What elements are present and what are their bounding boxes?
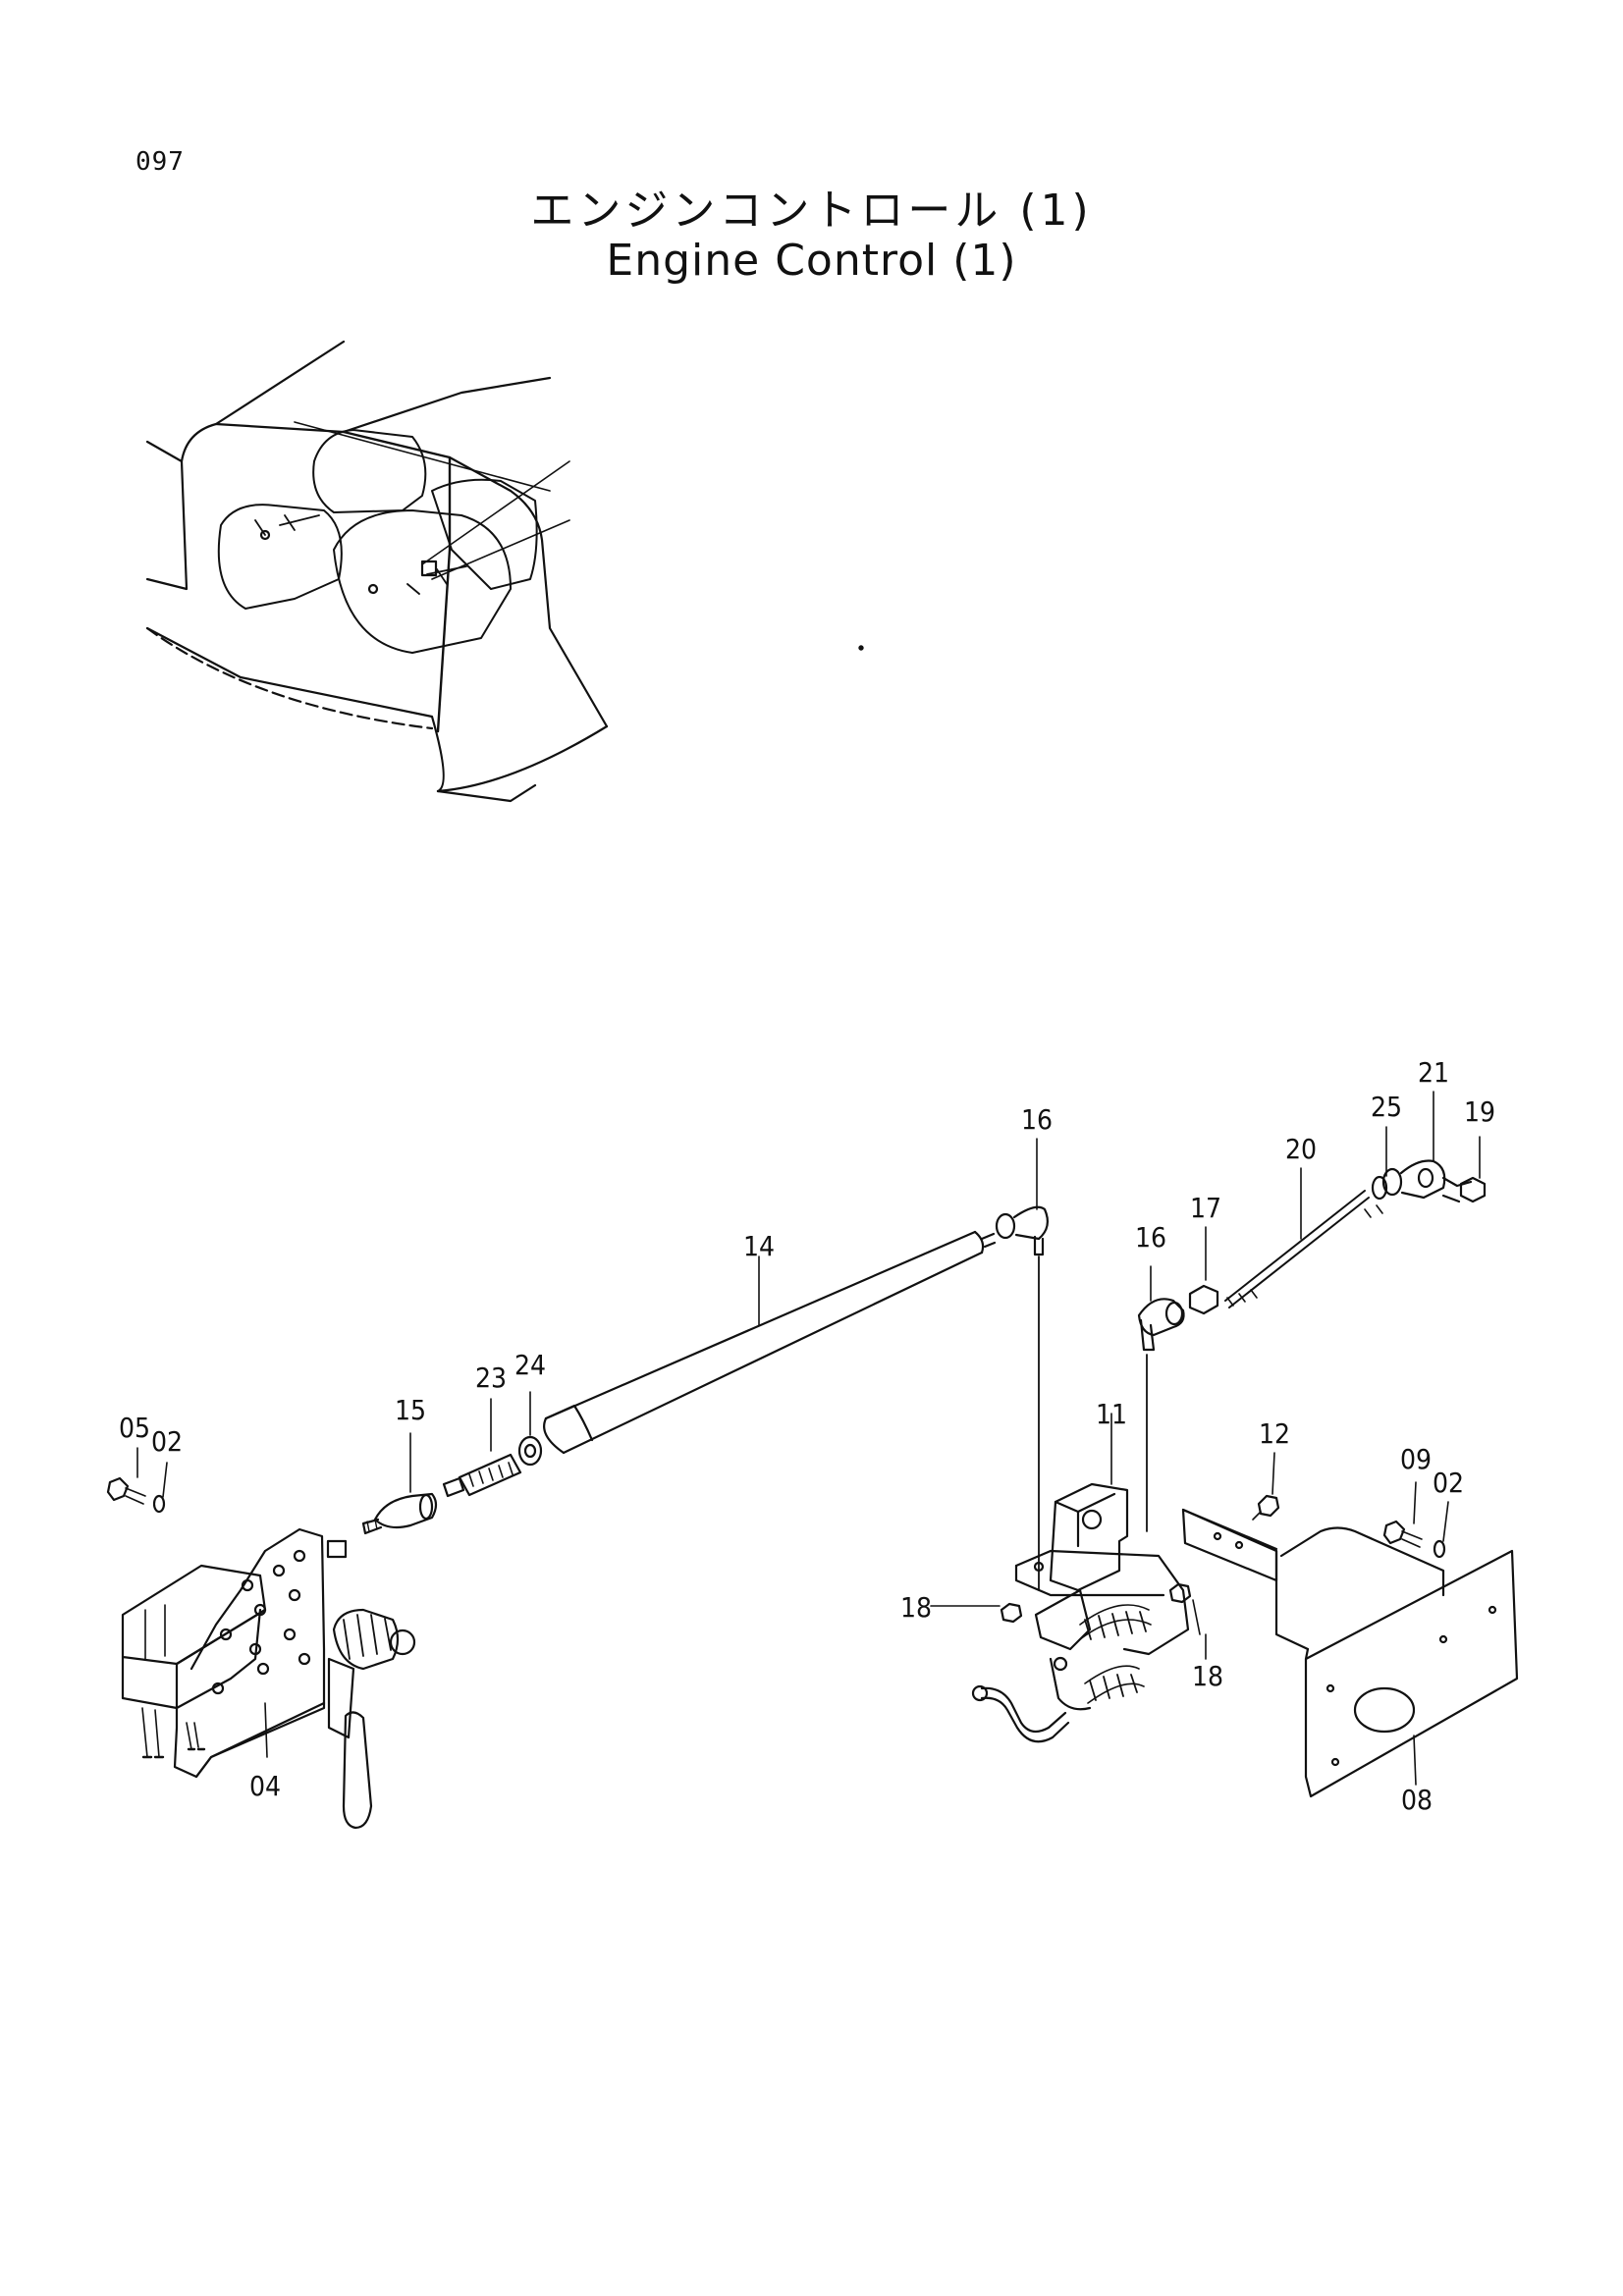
title-japanese: エンジンコントロール (1): [530, 186, 1093, 236]
callout-09: 09: [1399, 1443, 1433, 1475]
callout-19: 19: [1463, 1095, 1496, 1128]
callout-02-left: 02: [150, 1425, 184, 1458]
adjusting-rod-20: [1188, 1159, 1487, 1315]
rod-end-15: [361, 1492, 438, 1535]
callout-12: 12: [1258, 1417, 1291, 1450]
callout-24: 24: [514, 1349, 547, 1381]
rod-end-16-upper: [995, 1205, 1050, 1591]
callout-18-left: 18: [899, 1591, 933, 1624]
bracket-assembly-11: [971, 1482, 1201, 1743]
callout-05: 05: [118, 1412, 151, 1444]
callout-25: 25: [1370, 1091, 1403, 1123]
locator-inset: [145, 340, 864, 803]
callout-11: 11: [1095, 1398, 1128, 1430]
callout-21: 21: [1417, 1056, 1450, 1089]
leader-lines: [136, 1091, 1481, 1786]
screw-09-washer-02: [1382, 1520, 1446, 1559]
callout-04: 04: [248, 1770, 282, 1802]
rod-end-16-lower: [1137, 1298, 1185, 1532]
callout-16-lower: 16: [1134, 1221, 1167, 1254]
callout-18-right: 18: [1191, 1660, 1224, 1692]
callout-15: 15: [394, 1394, 427, 1426]
callout-08: 08: [1400, 1784, 1434, 1816]
callout-16-upper: 16: [1020, 1103, 1054, 1136]
callout-17: 17: [1189, 1192, 1222, 1224]
callout-23: 23: [474, 1362, 508, 1394]
control-rod-14: [543, 1230, 997, 1455]
callout-14: 14: [742, 1230, 776, 1262]
title-english: Engine Control (1): [606, 236, 1017, 286]
spring-23-and-nut-24: [442, 1435, 543, 1498]
callout-02-right: 02: [1432, 1467, 1465, 1499]
screw-12: [1252, 1494, 1280, 1521]
page-number: 097: [135, 147, 185, 177]
screw-05-washer-02: [106, 1476, 166, 1514]
callout-20: 20: [1284, 1133, 1318, 1165]
lever-assembly-04: [121, 1527, 416, 1830]
mounting-plate-08: [1181, 1508, 1519, 1798]
